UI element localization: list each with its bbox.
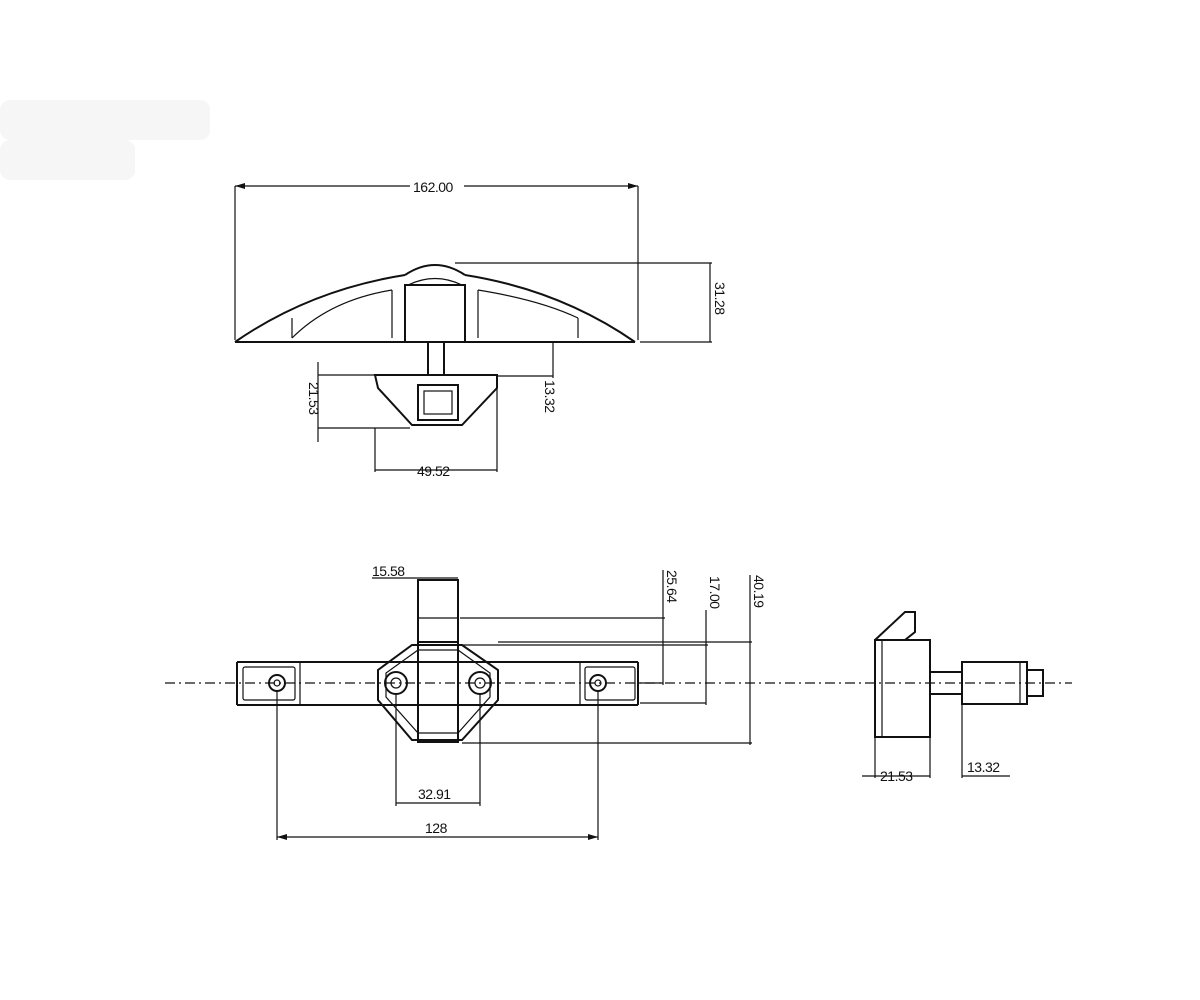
dim-b-label: 17.00 (707, 576, 723, 609)
dimension-base-width: 49.52 (374, 388, 498, 479)
shaft (427, 341, 445, 376)
latch-base (373, 374, 498, 426)
dim-holes-label: 128 (425, 820, 448, 836)
dim-center-label: 32.91 (418, 786, 451, 802)
dimension-height: 31.28 (455, 262, 728, 343)
dim-right-depth-label: 13.32 (542, 380, 558, 413)
dim-base-width-label: 49.52 (417, 463, 450, 479)
dim-c-label: 40.19 (751, 575, 767, 608)
dimension-width: 162.00 (234, 176, 639, 340)
dimension-button: 15.58 (372, 563, 458, 579)
push-button (417, 579, 459, 643)
side-body (874, 611, 1044, 738)
front-view: 15.58 25.64 17.00 40.19 32.91 (165, 563, 1072, 840)
side-dim-left-label: 21.53 (880, 768, 913, 784)
dimension-left-depth: 21.53 (306, 362, 410, 442)
dimension-heights: 25.64 17.00 40.19 (460, 570, 767, 745)
dimension-holes: 128 (276, 691, 599, 840)
dim-width-label: 162.00 (413, 179, 454, 195)
latch-bar (236, 661, 639, 706)
dimension-center: 32.91 (395, 694, 481, 806)
dimension-right-depth: 13.32 (446, 341, 558, 413)
latch-housing (377, 641, 499, 743)
dim-button-label: 15.58 (372, 563, 405, 579)
dim-a-label: 25.64 (664, 570, 680, 603)
side-dim-right-label: 13.32 (967, 759, 1000, 775)
side-dimensions: 21.53 13.32 (862, 704, 1010, 784)
dim-height-label: 31.28 (712, 282, 728, 315)
dim-left-depth-label: 21.53 (306, 382, 322, 415)
top-view: 162.00 31.28 21.53 13.32 49. (234, 176, 728, 479)
side-view: 21.53 13.32 (862, 611, 1044, 784)
handle-outline (234, 264, 636, 343)
faint-watermark (0, 100, 210, 180)
